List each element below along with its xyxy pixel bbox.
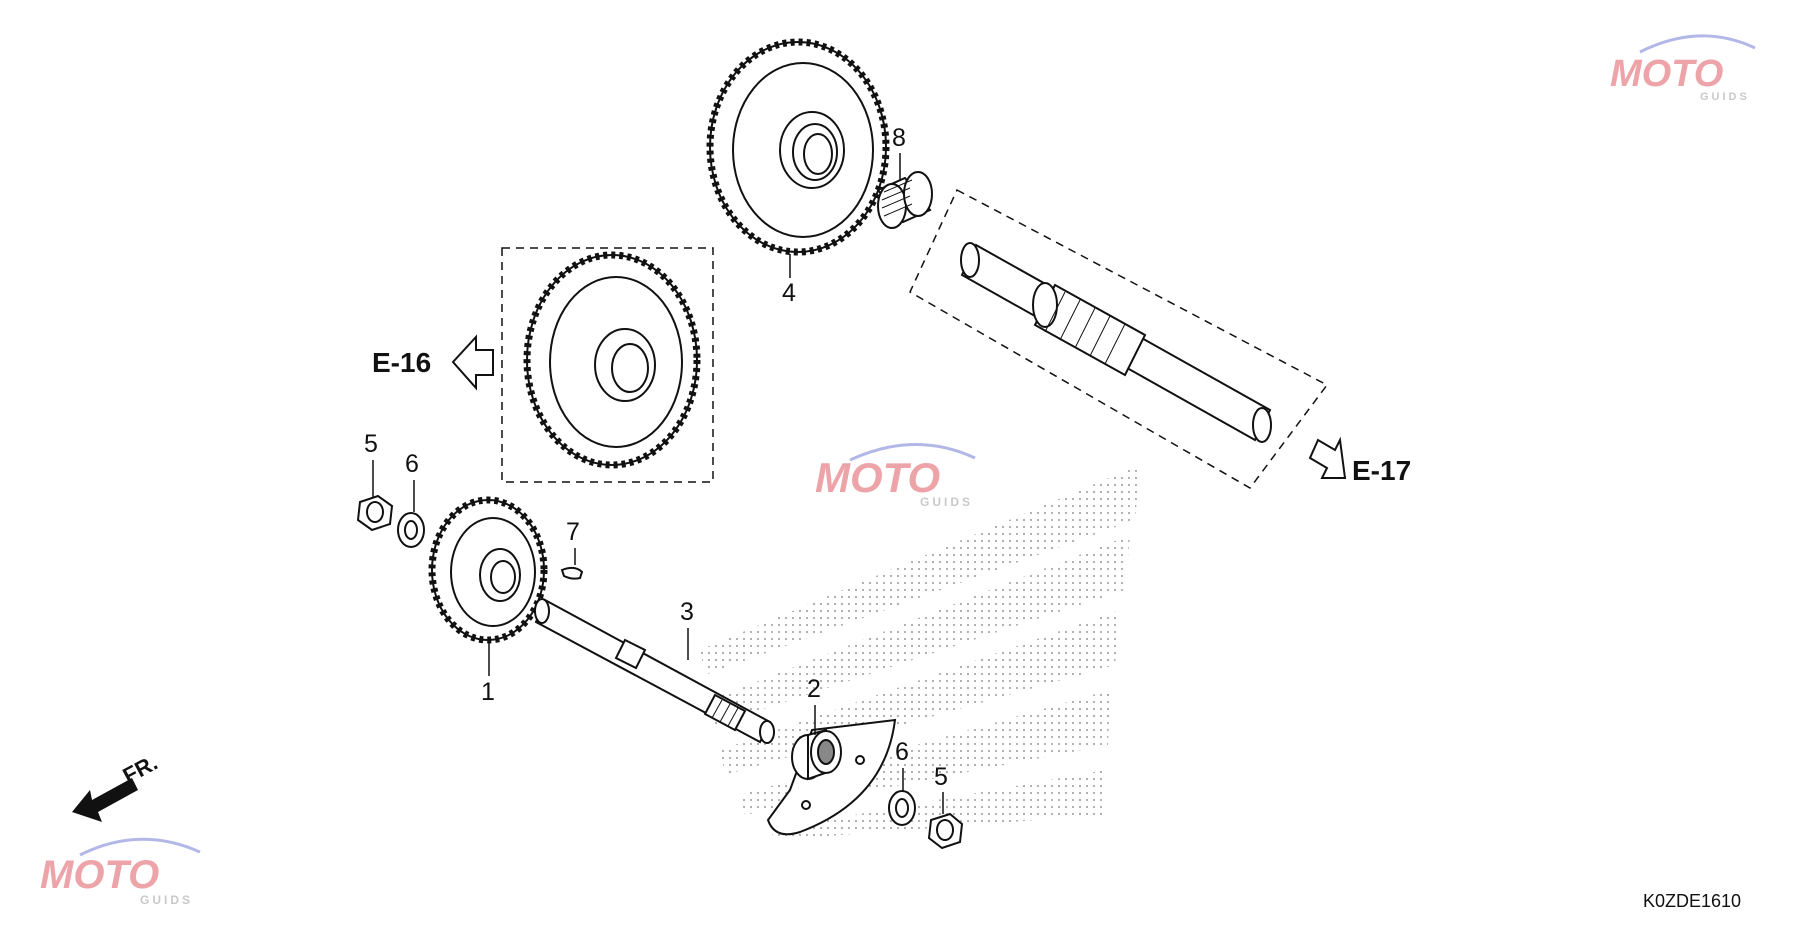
svg-text:MOTO: MOTO bbox=[40, 853, 159, 897]
watermark-logo-bottom: MOTO GUIDS bbox=[40, 837, 201, 907]
label-part-8: 8 bbox=[892, 124, 906, 152]
nut-5-right bbox=[927, 812, 964, 850]
label-part-5-right: 5 bbox=[934, 763, 948, 791]
woodruff-key-7 bbox=[560, 566, 584, 580]
bushing-2 bbox=[791, 728, 842, 781]
label-part-1: 1 bbox=[481, 678, 495, 706]
label-part-6-left: 6 bbox=[405, 450, 419, 478]
svg-text:GUIDS: GUIDS bbox=[1700, 91, 1750, 103]
washer-6-right bbox=[888, 790, 916, 826]
svg-text:MOTO: MOTO bbox=[815, 454, 940, 501]
background-wing-pattern bbox=[700, 465, 1140, 840]
needle-bearing-8 bbox=[876, 171, 933, 229]
svg-text:GUIDS: GUIDS bbox=[140, 893, 193, 907]
gear-1 bbox=[428, 496, 548, 644]
label-part-4: 4 bbox=[782, 279, 796, 307]
washer-6-left bbox=[397, 512, 425, 548]
e17-assembly-frame bbox=[909, 188, 1329, 489]
gear-4 bbox=[706, 38, 890, 256]
label-part-2: 2 bbox=[807, 675, 821, 703]
diagram-code: K0ZDE1610 bbox=[1643, 891, 1741, 911]
nut-5-left bbox=[356, 494, 394, 532]
front-direction-arrow: FR. bbox=[72, 750, 162, 822]
svg-text:GUIDS: GUIDS bbox=[920, 495, 973, 509]
label-part-5-left: 5 bbox=[364, 430, 378, 458]
output-shaft bbox=[960, 242, 1272, 443]
leader-lines bbox=[372, 153, 944, 814]
label-part-6-right: 6 bbox=[895, 738, 909, 766]
e16-assembly-frame bbox=[501, 247, 714, 483]
reference-e16: E-16 bbox=[372, 347, 431, 378]
idle-gear-e16 bbox=[523, 251, 701, 469]
shaft-3 bbox=[534, 598, 775, 744]
svg-text:MOTO: MOTO bbox=[1610, 53, 1723, 95]
watermark-logo-top: MOTO GUIDS bbox=[1610, 34, 1756, 103]
label-part-3: 3 bbox=[680, 598, 694, 626]
reference-arrow-e16 bbox=[451, 334, 494, 391]
watermark-logo-center: MOTO GUIDS bbox=[815, 443, 976, 509]
reference-e17: E-17 bbox=[1352, 455, 1411, 486]
label-part-7: 7 bbox=[566, 518, 580, 546]
reference-arrow-e17 bbox=[1308, 436, 1347, 479]
plate-2 bbox=[766, 718, 897, 836]
